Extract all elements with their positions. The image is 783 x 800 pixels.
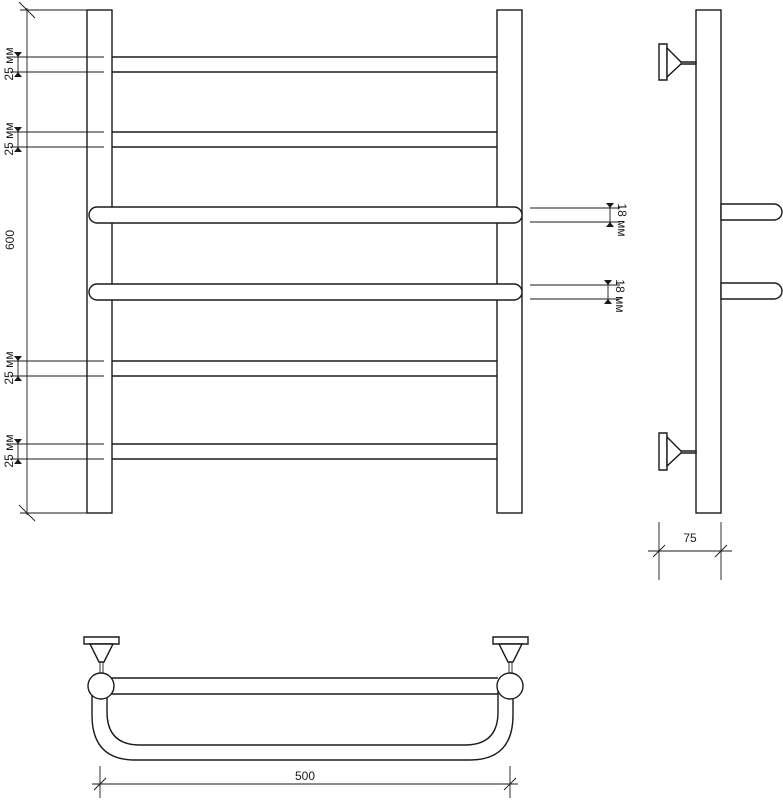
side-shelf-bar-upper [720, 203, 783, 221]
height-dimension: 600 [3, 1, 87, 522]
side-shelf-bar-lower [720, 282, 783, 300]
gap-dimension-bottom-1: 25 мм [2, 351, 104, 385]
side-post [695, 9, 722, 514]
shelf-bar-dimension-2: 18 мм [530, 279, 627, 313]
side-view: 75 [648, 9, 783, 580]
shelf-bar-lower [88, 283, 523, 301]
shelf-bar-upper [88, 206, 523, 224]
wall-bracket-lower [658, 432, 697, 471]
top-left-post [83, 636, 120, 700]
gap-label-bottom-1: 25 мм [2, 351, 16, 384]
top-view: 500 [83, 636, 529, 798]
shelf-bar-dimension-1: 18 мм [530, 203, 629, 237]
gap-label-top-2: 25 мм [2, 122, 16, 155]
gap-label-top-1: 25 мм [2, 47, 16, 80]
gap-label-bottom-2: 25 мм [2, 434, 16, 467]
height-label: 600 [3, 230, 17, 250]
left-post [86, 9, 113, 514]
width-dimension: 500 [92, 766, 518, 798]
front-view [86, 9, 523, 514]
shelf-bar-label-2: 18 мм [613, 279, 627, 312]
top-inner-rail [106, 690, 499, 746]
top-right-post [492, 636, 529, 700]
gap-dimension-top-2: 25 мм [2, 122, 104, 156]
gap-dimension-bottom-2: 25 мм [2, 434, 104, 468]
wall-bracket-upper [658, 43, 697, 81]
top-outer-rail [91, 690, 514, 761]
shelf-bar-label-1: 18 мм [615, 203, 629, 236]
gap-dimension-top-1: 25 мм [2, 47, 104, 81]
rungs [112, 56, 497, 460]
depth-label: 75 [683, 531, 697, 545]
width-label: 500 [295, 769, 315, 783]
depth-dimension: 75 [648, 522, 732, 580]
right-post [496, 9, 523, 514]
